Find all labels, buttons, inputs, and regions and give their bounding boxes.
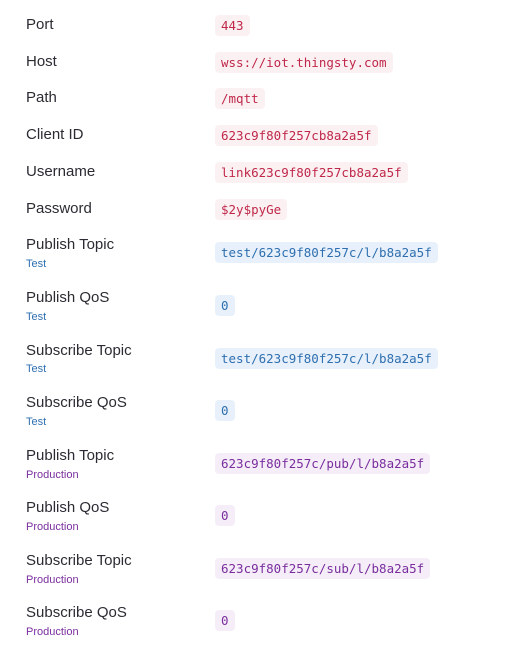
qos-value[interactable]: 0 <box>215 400 235 421</box>
topic-label: Subscribe QoS <box>26 604 127 621</box>
topic-value[interactable]: 623c9f80f257c/pub/l/b8a2a5f <box>215 453 431 474</box>
field-label: Client ID <box>26 126 84 143</box>
field-value[interactable]: wss://iot.thingsty.com <box>215 52 393 73</box>
topic-value[interactable]: test/623c9f80f257c/l/b8a2a5f <box>215 348 438 369</box>
topic-value[interactable]: test/623c9f80f257c/l/b8a2a5f <box>215 242 438 263</box>
environment-label: Production <box>26 469 79 481</box>
environment-label: Test <box>26 311 47 323</box>
field-label: Username <box>26 163 96 180</box>
field-value[interactable]: /mqtt <box>215 88 265 109</box>
field-label: Path <box>26 89 57 106</box>
environment-label: Production <box>26 574 79 586</box>
qos-value[interactable]: 0 <box>215 610 235 631</box>
environment-label: Production <box>26 626 79 638</box>
environment-label: Test <box>26 258 47 270</box>
topic-value[interactable]: 623c9f80f257c/sub/l/b8a2a5f <box>215 558 431 579</box>
topic-label: Publish QoS <box>26 499 110 516</box>
topic-label: Subscribe Topic <box>26 552 132 569</box>
environment-label: Production <box>26 521 79 533</box>
field-value[interactable]: $2y$pyGe <box>215 199 288 220</box>
topic-label: Publish QoS <box>26 289 110 306</box>
topic-label: Publish Topic <box>26 236 115 253</box>
field-label: Port <box>26 16 54 33</box>
topic-label: Subscribe Topic <box>26 342 132 359</box>
topic-label: Publish Topic <box>26 447 115 464</box>
qos-value[interactable]: 0 <box>215 505 235 526</box>
field-value[interactable]: 623c9f80f257cb8a2a5f <box>215 125 378 146</box>
field-value[interactable]: link623c9f80f257cb8a2a5f <box>215 162 408 183</box>
environment-label: Test <box>26 416 47 428</box>
field-label: Host <box>26 53 57 70</box>
qos-value[interactable]: 0 <box>215 295 235 316</box>
environment-label: Test <box>26 363 47 375</box>
field-value[interactable]: 443 <box>215 15 250 36</box>
topic-label: Subscribe QoS <box>26 394 127 411</box>
field-label: Password <box>26 200 92 217</box>
